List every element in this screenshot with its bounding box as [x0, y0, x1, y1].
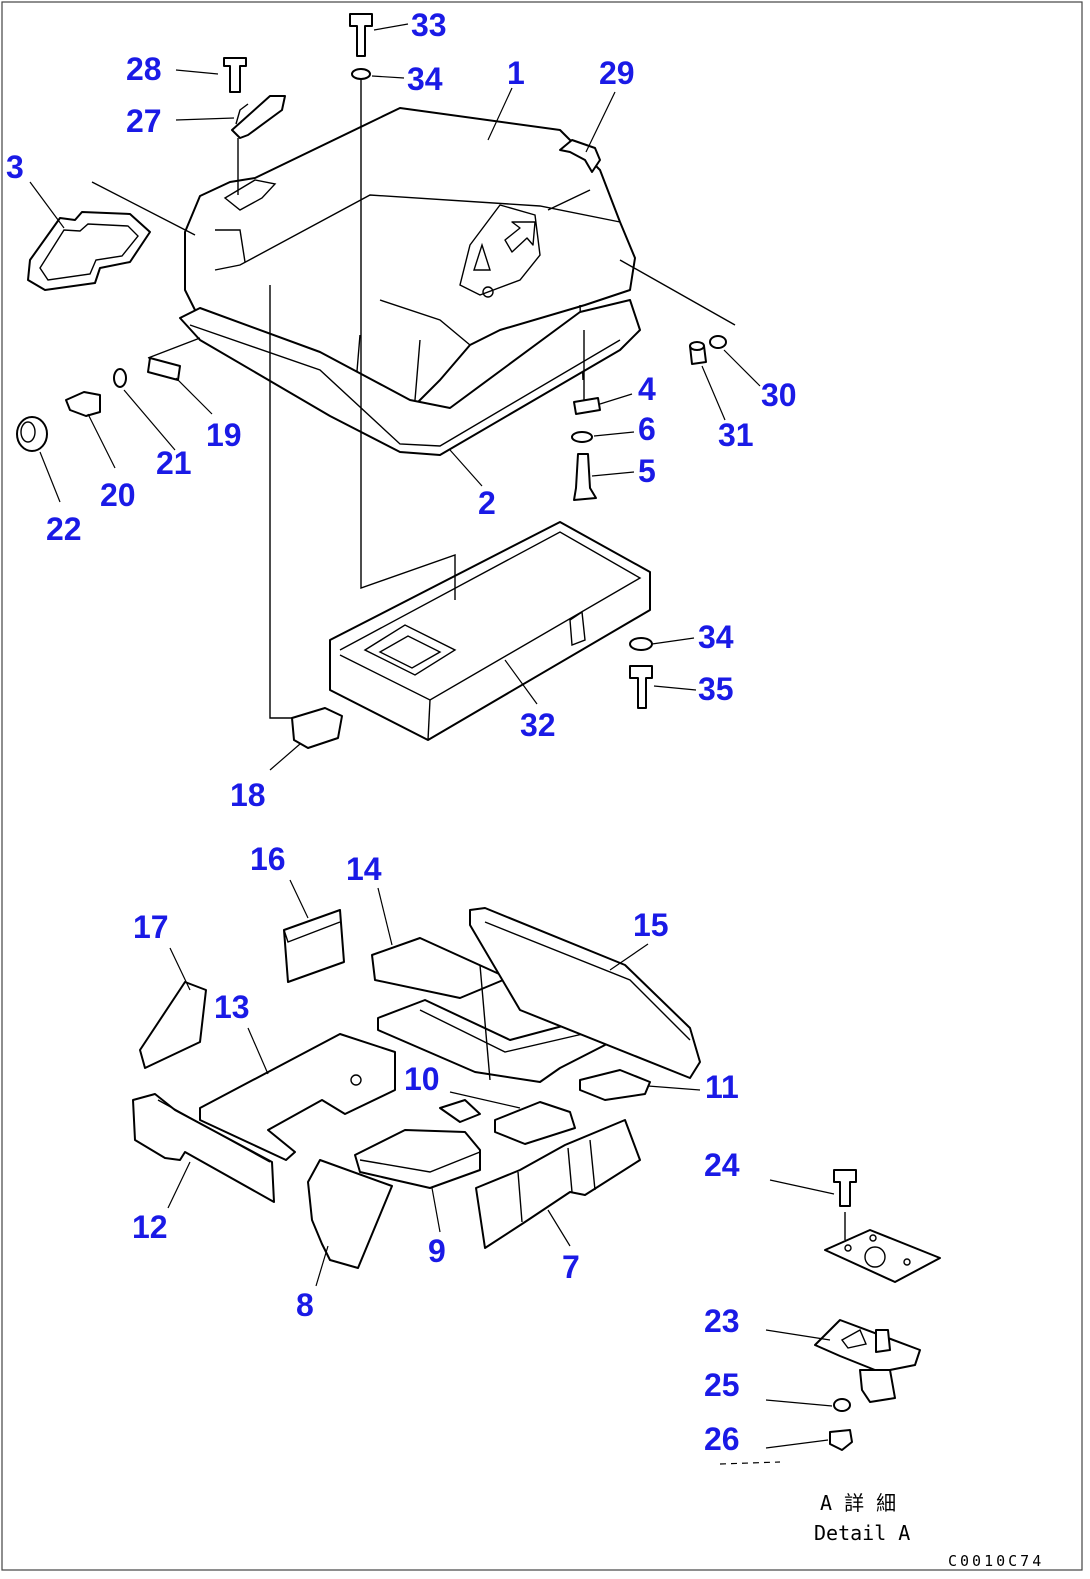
part-2-gasket	[179, 299, 641, 456]
callout-31: 31	[718, 417, 754, 453]
callout-26: 26	[704, 1421, 740, 1457]
callout-18: 18	[230, 777, 266, 813]
part-21-ring	[113, 368, 127, 388]
callout-6: 6	[638, 411, 656, 447]
callout-17: 17	[133, 909, 169, 945]
detail-a-mark	[719, 1461, 781, 1465]
part-24-bolt	[833, 1169, 857, 1207]
callout-34-upper: 34	[407, 61, 443, 97]
part-14-pad	[371, 937, 606, 1083]
part-1-cover	[184, 107, 636, 411]
part-35-bolt	[629, 665, 653, 709]
callout-4: 4	[638, 371, 656, 407]
assembly-lines-upper	[91, 80, 736, 719]
part-33-bolt	[349, 13, 373, 57]
part-18-clip	[291, 707, 343, 749]
callout-35: 35	[698, 671, 734, 707]
callout-9: 9	[428, 1233, 446, 1269]
detail-a-group	[719, 1169, 941, 1465]
callout-13: 13	[214, 989, 250, 1025]
callout-27: 27	[126, 103, 162, 139]
callout-8: 8	[296, 1287, 314, 1323]
leader-lines	[29, 23, 835, 1449]
part-22-cap	[16, 416, 48, 452]
callout-21: 21	[156, 445, 192, 481]
part-10-pad	[439, 1099, 576, 1145]
callout-22: 22	[46, 511, 82, 547]
callout-23: 23	[704, 1303, 740, 1339]
callout-7: 7	[562, 1249, 580, 1285]
callout-10: 10	[404, 1061, 440, 1097]
callout-3: 3	[6, 149, 24, 185]
part-5-stud	[573, 453, 597, 501]
part-3-pad	[27, 211, 151, 291]
part-34-washer-upper	[351, 68, 371, 80]
part-9-block	[354, 1129, 481, 1189]
figure-code: C0010C74	[948, 1552, 1044, 1570]
callout-25: 25	[704, 1367, 740, 1403]
callout-14: 14	[346, 851, 382, 887]
callout-28: 28	[126, 51, 162, 87]
callout-20: 20	[100, 477, 136, 513]
part-26-nut	[829, 1429, 853, 1451]
detail-a-plate	[824, 1229, 941, 1283]
part-28-bolt	[223, 57, 247, 93]
part-7-panel	[475, 1119, 641, 1249]
part-30-nut	[709, 335, 727, 349]
part-4-spacer	[573, 397, 601, 415]
part-25-washer	[833, 1398, 851, 1412]
detail-a-label-en: Detail A	[814, 1521, 910, 1545]
part-23-mount	[814, 1319, 921, 1403]
part-6-washer	[571, 431, 593, 443]
part-15-panel	[469, 907, 701, 1079]
callout-30: 30	[761, 377, 797, 413]
part-8-panel	[307, 1159, 393, 1269]
callout-34-lower: 34	[698, 619, 734, 655]
callout-labels: 33 34 28 27 1 29 3 30 31 4 6 5 2 19 21 2…	[6, 7, 797, 1457]
part-12-strip	[132, 1093, 275, 1203]
callout-11: 11	[705, 1069, 739, 1105]
callout-19: 19	[206, 417, 242, 453]
callout-2: 2	[478, 485, 496, 521]
part-27-handle	[231, 95, 286, 139]
callout-24: 24	[704, 1147, 740, 1183]
part-13-pad	[199, 1033, 396, 1161]
part-29-handle	[559, 139, 601, 173]
callout-12: 12	[132, 1209, 168, 1245]
callout-5: 5	[638, 453, 656, 489]
part-19-lock-plate	[147, 357, 181, 381]
callout-1: 1	[507, 55, 525, 91]
part-31-bushing	[689, 341, 707, 365]
callout-32: 32	[520, 707, 556, 743]
callout-29: 29	[599, 55, 635, 91]
part-32-tray	[329, 521, 651, 741]
part-11-pad	[579, 1069, 651, 1101]
part-16-pad	[283, 909, 345, 983]
callout-16: 16	[250, 841, 286, 877]
part-17-pad	[139, 981, 207, 1069]
part-34-washer-lower	[629, 637, 653, 651]
callout-33: 33	[411, 7, 447, 43]
part-20-lock-body	[65, 391, 101, 417]
detail-a-label-jp: A 詳 細	[820, 1491, 896, 1515]
callout-15: 15	[633, 907, 669, 943]
